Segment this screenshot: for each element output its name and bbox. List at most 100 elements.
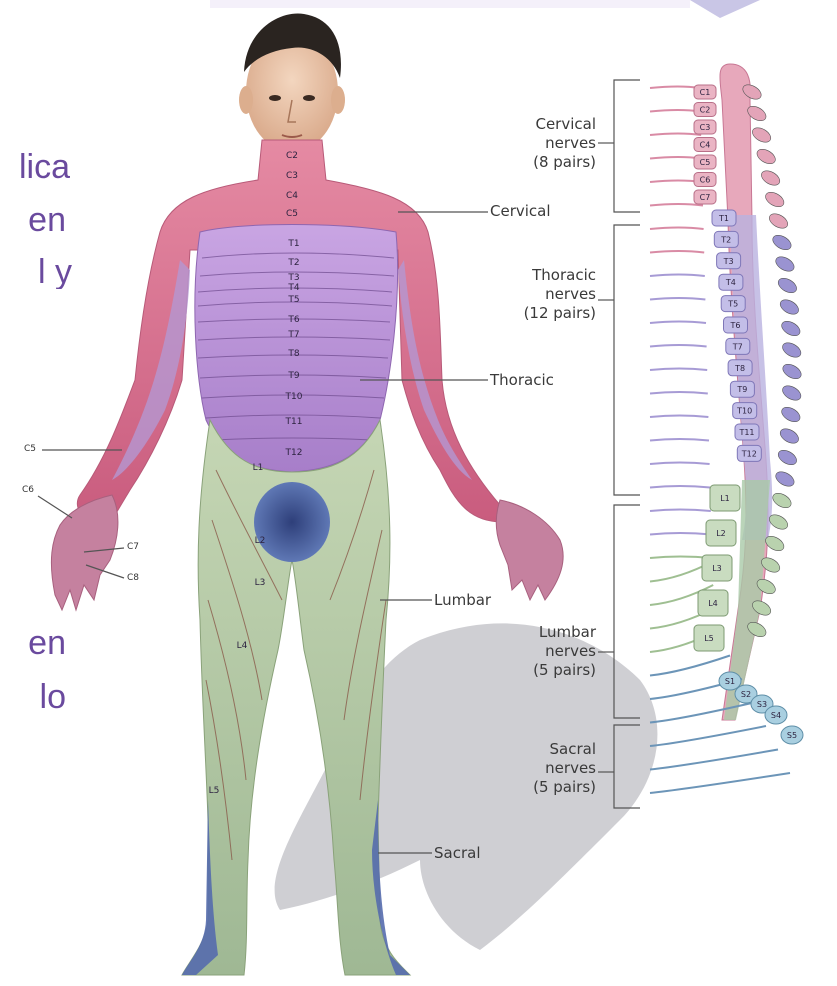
spinous-process	[767, 211, 790, 231]
group-label-line: (8 pairs)	[500, 153, 596, 172]
torso-dermatome-label: T9	[287, 371, 299, 381]
spinous-process	[755, 146, 778, 166]
spinal-nerve	[650, 275, 705, 277]
torso-dermatome-label: T6	[287, 315, 299, 325]
vertebra-label: L1	[720, 494, 730, 503]
spinal-nerve	[650, 656, 730, 676]
group-label-line: nerves	[500, 642, 596, 661]
ear	[239, 86, 253, 114]
vertebra-label: T6	[730, 321, 741, 330]
group-label-line: (12 pairs)	[500, 304, 596, 323]
neck-dermatome-label: C5	[286, 209, 298, 219]
group-label-cervical: Cervical nerves (8 pairs)	[500, 115, 596, 171]
vertebra-label: T8	[734, 364, 745, 373]
group-label-lumbar: Lumbar nerves (5 pairs)	[500, 623, 596, 679]
vertebra-label: T12	[741, 449, 757, 458]
ear	[331, 86, 345, 114]
vertebra-label: C6	[700, 176, 711, 185]
group-label-thoracic: Thoracic nerves (12 pairs)	[500, 266, 596, 322]
spinous-process	[770, 490, 793, 510]
vertebra-label: C7	[700, 193, 711, 202]
vertebrae-cervical: C1C2C3C4C5C6C7	[694, 85, 716, 204]
spinal-nerve	[650, 134, 701, 136]
torso-dermatome-label: T7	[287, 330, 299, 340]
torso-dermatome-label: T11	[285, 417, 303, 427]
vertebra-label: T11	[738, 428, 754, 437]
vertebra-label: T5	[727, 300, 738, 309]
group-label-line: Lumbar	[500, 623, 596, 642]
spinous-process	[776, 275, 799, 295]
vertebra-label: C2	[700, 106, 711, 115]
hand-label-c7: C7	[127, 543, 139, 552]
group-label-line: nerves	[500, 285, 596, 304]
neck-dermatome-label: C2	[286, 151, 298, 161]
vertebra-label: L5	[704, 634, 714, 643]
spinous-process	[779, 318, 802, 338]
torso-dermatome-label: T2	[287, 258, 299, 268]
group-label-line: (5 pairs)	[500, 778, 596, 797]
torso-dermatome-label: T10	[285, 392, 303, 402]
vertebra-label: L3	[712, 564, 722, 573]
eye	[303, 95, 315, 101]
vertebra-label: T3	[723, 257, 734, 266]
spinal-nerve	[650, 110, 701, 112]
vertebra-label: C3	[700, 123, 711, 132]
spinal-nerve	[650, 322, 706, 324]
torso-dermatome-label: T12	[285, 448, 303, 458]
spinous-process	[779, 404, 802, 424]
hand-label-c6: C6	[22, 486, 34, 495]
region-label-sacral: Sacral	[434, 844, 481, 863]
torso-dermatome-label: T5	[287, 295, 299, 305]
groin	[254, 482, 330, 562]
vertebra-label: C4	[700, 141, 711, 150]
slide-text-line: l y	[0, 255, 72, 289]
spinal-nerve	[650, 703, 754, 723]
spinous-process	[770, 232, 793, 252]
neck-dermatome-label: C3	[286, 171, 298, 181]
slide-text-line: en	[0, 626, 66, 660]
spinous-process	[773, 469, 796, 489]
right-hand	[496, 500, 563, 600]
leg-dermatome-label: L2	[255, 536, 266, 546]
region-label-thoracic: Thoracic	[490, 371, 554, 390]
group-label-line: Thoracic	[500, 266, 596, 285]
vertebra-label: C1	[700, 88, 711, 97]
bracket-cervical	[614, 80, 640, 212]
vertebra-label: T1	[718, 214, 729, 223]
hand-label-c5: C5	[24, 445, 36, 454]
leg-dermatome-label: L5	[209, 786, 220, 796]
slide-text-line: lica	[0, 150, 70, 184]
spinal-nerve	[650, 392, 708, 394]
vertebra-label: S3	[757, 700, 767, 709]
spinal-nerve	[650, 345, 707, 347]
hand-label-c8: C8	[127, 574, 139, 583]
vertebra-label: C5	[700, 158, 711, 167]
spinous-process	[763, 189, 786, 209]
vertebra-label: S2	[741, 690, 751, 699]
spinous-process	[778, 297, 801, 317]
spinal-nerve	[650, 228, 704, 230]
group-label-sacral: Sacral nerves (5 pairs)	[500, 740, 596, 796]
vertebra-label: T9	[736, 385, 747, 394]
vertebra-label: L2	[716, 529, 726, 538]
torso-dermatome-label: T4	[287, 283, 299, 293]
bracket-thoracic	[614, 225, 640, 495]
spinal-nerve	[650, 773, 790, 793]
group-label-line: nerves	[500, 134, 596, 153]
torso-dermatome-label: T3	[287, 273, 299, 283]
spinal-nerve	[650, 87, 700, 89]
spinal-nerve	[650, 463, 710, 465]
vertebra-label: T10	[736, 407, 752, 416]
leg-dermatome-label: L3	[255, 578, 266, 588]
group-label-line: Sacral	[500, 740, 596, 759]
region-label-cervical: Cervical	[490, 202, 551, 221]
torso-dermatome-label: T8	[287, 349, 299, 359]
spinous-process	[773, 254, 796, 274]
vertebra-label: S5	[787, 731, 797, 740]
spinous-process	[780, 361, 803, 381]
group-label-line: Cervical	[500, 115, 596, 134]
vertebra-label: T7	[732, 342, 743, 351]
spinous-process	[780, 340, 803, 360]
